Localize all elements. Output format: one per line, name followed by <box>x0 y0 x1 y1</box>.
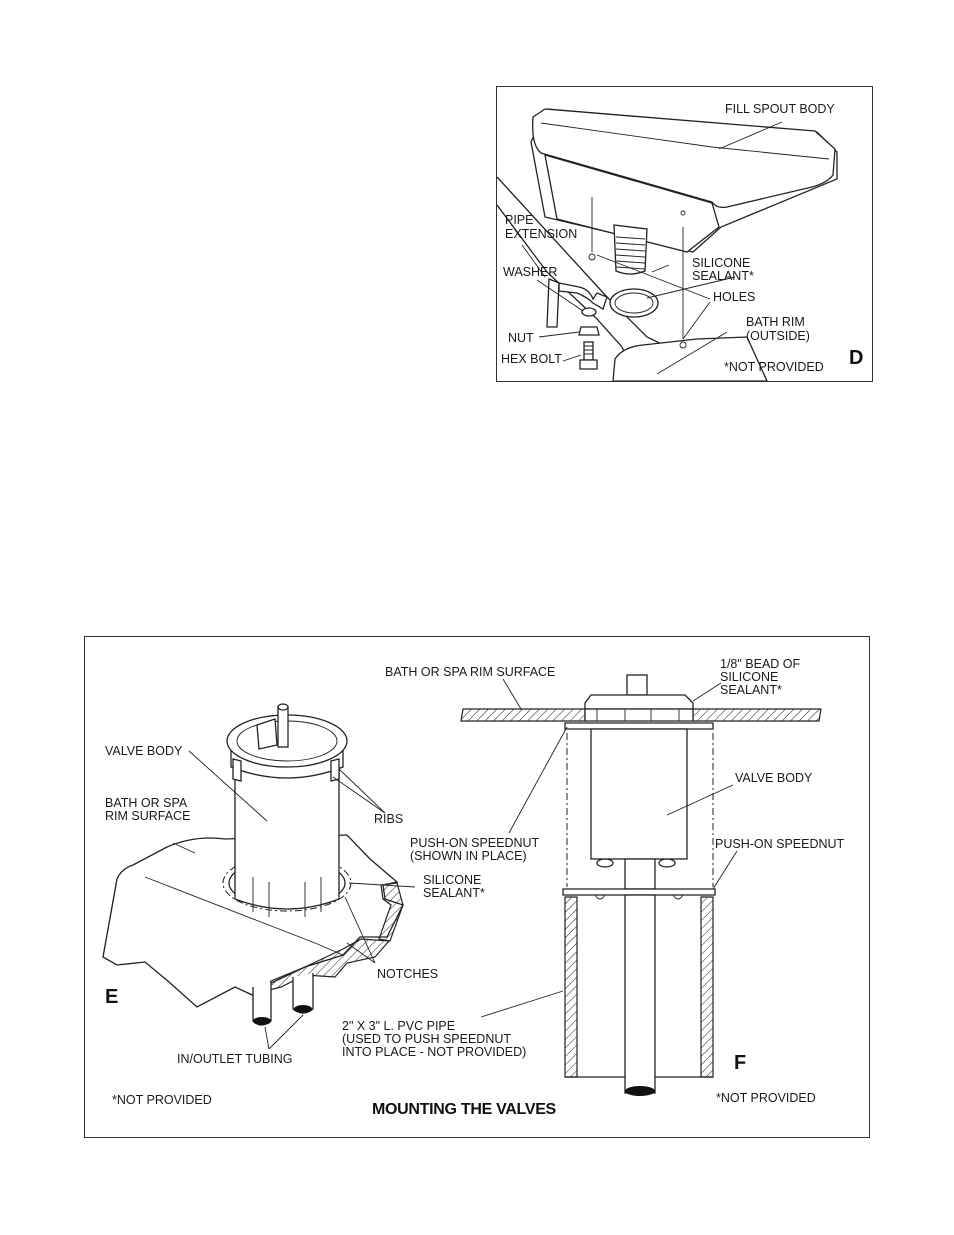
label-fill-spout-body: FILL SPOUT BODY <box>725 102 835 116</box>
leader-pipe <box>651 264 670 273</box>
f-label-pvc-3: INTO PLACE - NOT PROVIDED) <box>342 1045 526 1059</box>
figure-caption: MOUNTING THE VALVES <box>372 1101 557 1118</box>
e-leader-notches <box>344 896 376 964</box>
leader-holes <box>596 254 711 340</box>
e-label-not-provided: *NOT PROVIDED <box>112 1093 212 1107</box>
figure-ef-panel: VALVE BODY BATH OR SPA RIM SURFACE RIBS … <box>84 636 870 1138</box>
e-label-silicone-1: SILICONE <box>423 873 481 887</box>
f-stem-upper <box>624 858 656 890</box>
f-label-speednut: PUSH-ON SPEEDNUT <box>715 837 845 851</box>
f-label-valve-body: VALVE BODY <box>735 771 813 785</box>
f-label-rim-surface: BATH OR SPA RIM SURFACE <box>385 665 555 679</box>
f-leader-bead <box>692 682 722 702</box>
f-label-speednut-placed-1: PUSH-ON SPEEDNUT <box>410 836 540 850</box>
leader-nut <box>538 331 580 338</box>
figure-e-letter: E <box>105 986 118 1008</box>
e-leader-ribs <box>332 768 386 814</box>
e-inoutlet-tubing <box>252 973 314 1026</box>
e-valve-body <box>226 703 348 917</box>
label-pipe: PIPE <box>505 213 534 227</box>
label-nut: NUT <box>508 331 534 345</box>
f-speednut <box>562 888 716 896</box>
e-label-bath-rim-1: BATH OR SPA <box>105 796 188 810</box>
leader-fill-spout <box>718 121 783 150</box>
f-pvc-pipe <box>564 894 714 1096</box>
label-silicone: SILICONE <box>692 256 750 270</box>
silicone-ring <box>609 288 659 318</box>
f-leader-speednut-placed <box>508 726 568 834</box>
e-label-ribs: RIBS <box>374 812 403 826</box>
e-leader-rim <box>172 842 196 854</box>
figure-d-drawing: FILL SPOUT BODY PIPE EXTENSION SILICONE … <box>497 102 863 381</box>
f-label-not-provided: *NOT PROVIDED <box>716 1091 816 1105</box>
leader-pipe-ext <box>521 244 546 278</box>
leader-washer <box>536 279 584 312</box>
f-label-bead-2: SILICONE <box>720 670 778 684</box>
f-leader-speednut <box>712 850 738 890</box>
label-sealant: SEALANT* <box>692 269 754 283</box>
f-rim-right <box>692 708 822 722</box>
f-rim-left <box>460 708 586 722</box>
pipe-extension <box>613 224 648 275</box>
label-bath-rim-outside: (OUTSIDE) <box>746 329 810 343</box>
f-label-bead-3: SEALANT* <box>720 683 782 697</box>
figure-d-panel: FILL SPOUT BODY PIPE EXTENSION SILICONE … <box>496 86 873 382</box>
figure-d-letter: D <box>849 347 863 369</box>
hex-bolt <box>579 341 598 370</box>
nut <box>578 326 600 336</box>
f-label-pvc-2: (USED TO PUSH SPEEDNUT <box>342 1032 511 1046</box>
e-label-notches: NOTCHES <box>377 967 438 981</box>
f-speednut-in-place <box>564 722 714 730</box>
e-leader-tubing <box>264 1014 304 1050</box>
fill-spout-body <box>530 108 838 349</box>
f-valve-cap <box>584 674 694 722</box>
e-leader-valve <box>188 750 268 822</box>
f-leader-valve <box>666 784 734 816</box>
label-washer: WASHER <box>503 265 557 279</box>
label-extension: EXTENSION <box>505 227 577 241</box>
leader-hex-bolt <box>562 354 582 362</box>
e-label-valve-body: VALVE BODY <box>105 744 183 758</box>
silicone-ring-inner <box>614 292 654 314</box>
leader-silicone <box>646 276 736 299</box>
washer <box>581 307 597 317</box>
f-valve-body <box>590 728 688 860</box>
f-label-bead-1: 1/8" BEAD OF <box>720 657 801 671</box>
label-not-provided-d: *NOT PROVIDED <box>724 360 824 374</box>
f-label-speednut-placed-2: (SHOWN IN PLACE) <box>410 849 527 863</box>
washer-bracket-arm <box>558 282 608 310</box>
e-leader-silicone <box>348 882 416 888</box>
figure-f-letter: F <box>734 1052 746 1074</box>
f-guide-lines <box>566 733 714 887</box>
e-label-silicone-2: SEALANT* <box>423 886 485 900</box>
label-bath-rim: BATH RIM <box>746 315 805 329</box>
washer-bracket <box>546 278 560 328</box>
figure-ef-drawing: VALVE BODY BATH OR SPA RIM SURFACE RIBS … <box>102 657 845 1118</box>
bath-rim-outside <box>612 336 768 381</box>
f-leader-rim <box>502 678 522 710</box>
e-label-bath-rim-2: RIM SURFACE <box>105 809 190 823</box>
label-holes: HOLES <box>713 290 755 304</box>
f-label-pvc-1: 2" X 3" L. PVC PIPE <box>342 1019 455 1033</box>
e-label-tubing: IN/OUTLET TUBING <box>177 1052 293 1066</box>
leader-bath-rim <box>656 331 728 375</box>
f-leader-pvc <box>480 990 564 1018</box>
label-hex-bolt: HEX BOLT <box>501 352 562 366</box>
